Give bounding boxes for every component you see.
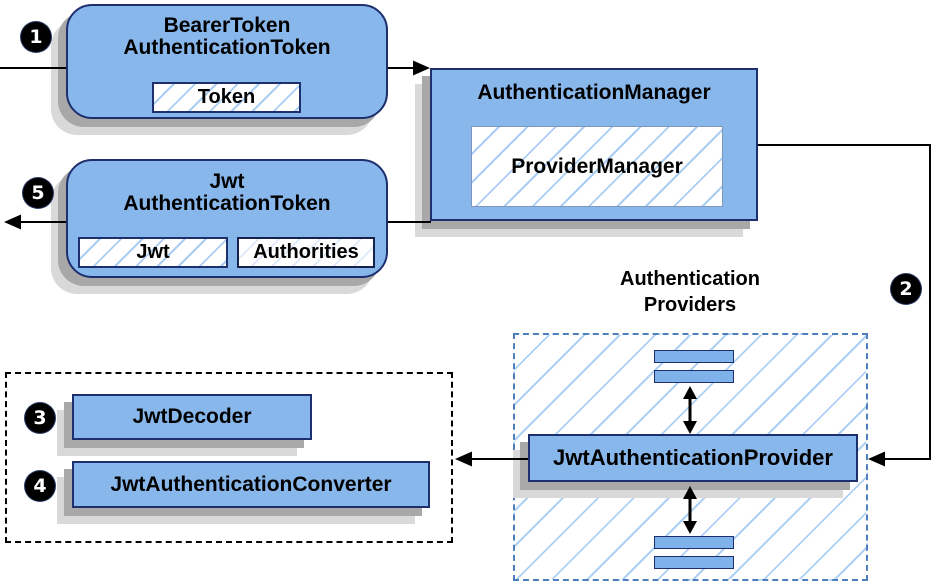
provider-bar-top-2 [654,370,734,383]
decoder-converter-group-box [5,372,453,543]
jwt-decoder-box: JwtDecoder [72,394,312,440]
authentication-manager-title: AuthenticationManager [477,81,711,104]
step-1-marker: 1 [21,22,51,52]
step-4-marker: 4 [25,471,55,501]
step-3-marker: 3 [25,403,55,433]
jwt-authentication-converter-box: JwtAuthenticationConverter [72,461,430,508]
provider-manager-chip: ProviderManager [471,126,723,207]
jwt-authentication-provider-box: JwtAuthenticationProvider [528,434,858,482]
jwt-token-title: Jwt AuthenticationToken [68,171,386,215]
step-2-marker: 2 [891,274,921,304]
arrowhead-into-decoder-group [455,451,472,467]
authentication-manager-box: AuthenticationManager ProviderManager [430,68,758,221]
arrowhead-into-provider [868,451,885,467]
bearer-token-title-line1: BearerToken [163,14,291,37]
provider-bar-top-1 [654,350,734,363]
providers-group-label: Authentication Providers [560,266,820,318]
arrowhead-jwt-token-out [4,214,21,230]
jwt-authentication-token-box: Jwt AuthenticationToken Jwt Authorities [66,159,388,278]
jwt-chip: Jwt [78,237,228,268]
step-5-marker: 5 [23,178,53,208]
bearer-token-title: BearerToken AuthenticationToken [68,15,386,59]
provider-bar-bottom-2 [654,556,734,569]
authorities-chip: Authorities [237,237,375,268]
jwt-token-title-line1: Jwt [209,170,245,193]
provider-bar-bottom-1 [654,536,734,549]
bearer-token-title-line2: AuthenticationToken [123,36,331,59]
authentication-manager-title-wrap: AuthenticationManager [432,82,756,104]
bearer-token-authentication-token-box: BearerToken AuthenticationToken Token [66,4,388,119]
providers-group-label-line2: Providers [643,294,737,316]
jwt-token-title-line2: AuthenticationToken [123,192,331,215]
arrowhead-to-authentication-manager [413,60,430,76]
providers-group-label-line1: Authentication [620,268,760,290]
token-chip: Token [152,82,301,113]
